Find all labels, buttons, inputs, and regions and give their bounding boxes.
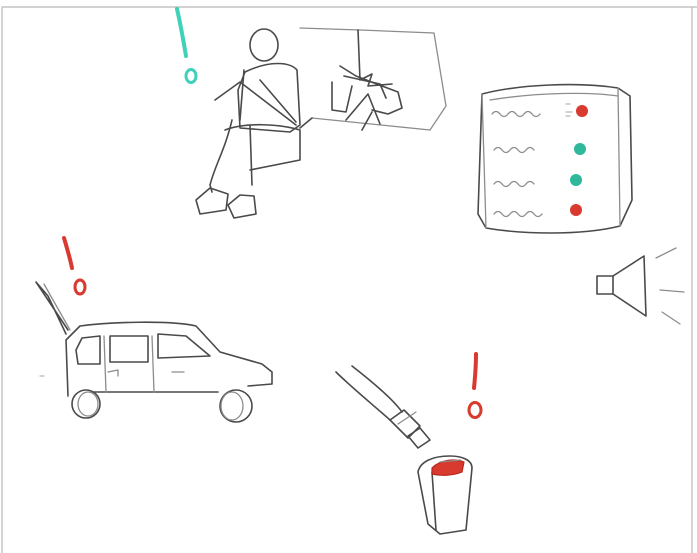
indicator-lamp: [570, 174, 582, 186]
indicator-lamp: [574, 143, 586, 155]
indicator-lamp: [576, 105, 588, 117]
indicator-lamp: [570, 204, 582, 216]
